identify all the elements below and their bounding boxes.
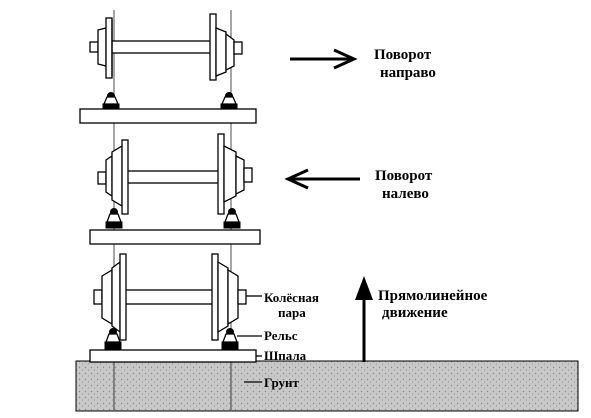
- axle: [105, 40, 217, 54]
- label-turn-left-line1: Поворот: [375, 168, 433, 184]
- label-rail: Рельс: [264, 328, 298, 343]
- wheelset-turn-right: [79, 13, 257, 124]
- arrow-up-icon: [355, 276, 373, 362]
- arrow-right-icon: [290, 48, 358, 70]
- label-turn-right-line2: направо: [380, 65, 436, 81]
- wheel-left: [97, 139, 129, 215]
- sleeper: [79, 108, 257, 124]
- wheel-right: [211, 253, 247, 341]
- wheel-right: [217, 133, 253, 215]
- wheelset-turn-left: [89, 133, 261, 245]
- wheelset-straight: [89, 253, 257, 363]
- arrow-left-icon: [284, 168, 360, 190]
- label-wheelset-line1: Колёсная: [264, 290, 319, 305]
- label-sleeper: Шпала: [264, 348, 307, 363]
- label-turn-left-line2: налево: [382, 186, 429, 202]
- wheel-left: [93, 253, 127, 341]
- rail-left: [104, 328, 122, 351]
- axle: [123, 289, 217, 305]
- rail-right: [220, 92, 238, 110]
- sleeper: [89, 229, 261, 245]
- label-ground: Грунт: [264, 375, 300, 390]
- label-turn-right: Поворот направо: [374, 47, 436, 81]
- label-wheelset-line2: пара: [278, 305, 306, 320]
- label-straight-motion-line1: Прямолинейное: [378, 288, 488, 304]
- rail-right: [221, 328, 239, 351]
- rail-left: [105, 208, 123, 229]
- sleeper: [89, 349, 257, 363]
- wheel-left: [89, 17, 113, 79]
- wheel-right: [209, 13, 243, 81]
- label-straight-motion: Прямолинейное движение: [378, 288, 491, 321]
- axle: [117, 170, 227, 184]
- label-turn-right-line1: Поворот: [374, 47, 432, 63]
- label-wheelset: Колёсная пара: [264, 290, 322, 320]
- label-straight-motion-line2: движение: [382, 305, 448, 321]
- rail-right: [223, 208, 241, 229]
- label-turn-left: Поворот налево: [375, 168, 436, 202]
- ground: [75, 360, 579, 412]
- rail-left: [102, 92, 120, 110]
